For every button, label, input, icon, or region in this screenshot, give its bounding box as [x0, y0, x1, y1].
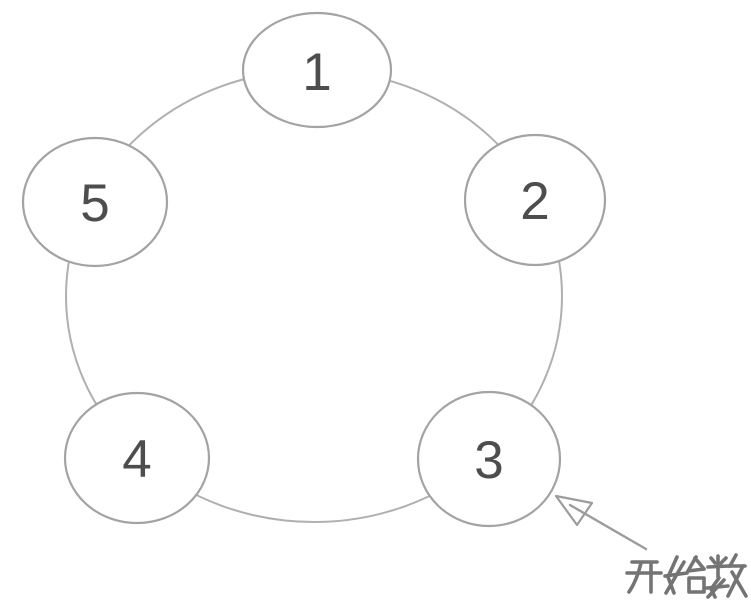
- node-3: 3: [416, 390, 562, 528]
- node-2-circle: [463, 133, 607, 267]
- char-shi: [663, 555, 706, 595]
- node-5-label: 5: [80, 174, 109, 233]
- node-4: 4: [63, 391, 211, 525]
- node-2: 2: [463, 133, 607, 267]
- arrow-head-icon: [554, 494, 594, 527]
- node-5-circle: [21, 136, 169, 268]
- start-counting-label: [625, 553, 748, 599]
- node-1-label: 1: [302, 43, 331, 102]
- node-2-label: 2: [520, 172, 549, 231]
- start-arrow: [554, 494, 648, 551]
- node-5: 5: [21, 136, 169, 268]
- node-1: 1: [241, 11, 393, 129]
- node-1-circle: [241, 11, 393, 129]
- arrow-shaft: [568, 503, 648, 551]
- node-3-label: 3: [474, 431, 503, 490]
- char-kai: [625, 560, 663, 594]
- node-4-circle: [63, 391, 211, 525]
- node-4-label: 4: [122, 430, 151, 489]
- char-shu: [705, 553, 748, 599]
- node-3-circle: [416, 390, 562, 528]
